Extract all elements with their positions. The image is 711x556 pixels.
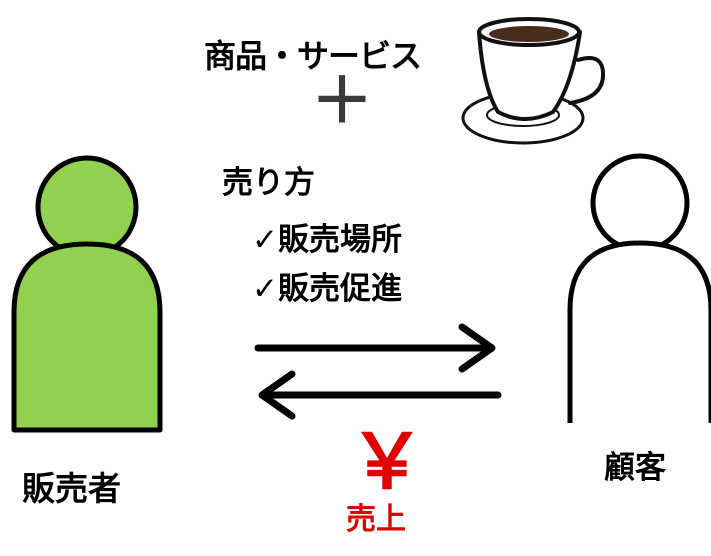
coffee-cup-icon: [461, 17, 606, 145]
yen-icon: ￥: [349, 417, 425, 506]
seller-figure: [11, 155, 163, 433]
product-service-label: 商品・サービス: [204, 37, 422, 75]
seller-head: [35, 155, 139, 259]
sales-label: 売上: [346, 502, 406, 537]
seller-label: 販売者: [22, 469, 121, 508]
selling-method-item-promotion: ✓販売促進: [252, 271, 402, 307]
plus-sign: ＋: [311, 64, 374, 137]
customer-head: [590, 153, 690, 253]
selling-method-title: 売り方: [222, 165, 315, 201]
arrow-to-seller: [258, 370, 502, 420]
arrow-to-customer: [254, 323, 496, 373]
seller-body: [11, 241, 163, 433]
customer-label: 顧客: [604, 450, 666, 486]
customer-figure: [567, 153, 711, 423]
selling-method-item-location: ✓販売場所: [252, 222, 402, 258]
customer-body: [567, 240, 711, 423]
